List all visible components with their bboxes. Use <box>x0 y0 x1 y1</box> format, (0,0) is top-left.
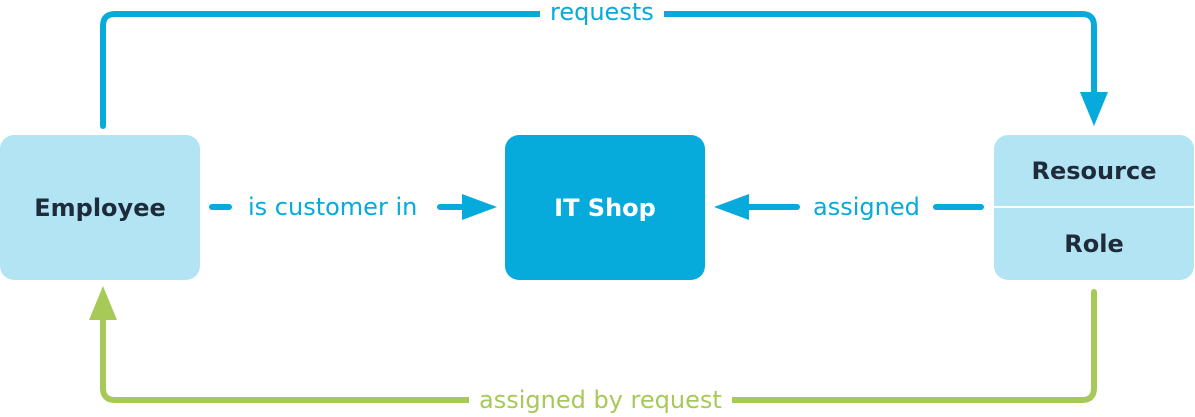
role-section: Role <box>994 208 1194 280</box>
is-customer-in-arrowhead <box>462 194 497 220</box>
requests-label: requests <box>540 0 664 26</box>
assigned-by-request-line <box>100 289 1097 403</box>
employee-label: Employee <box>34 193 166 222</box>
assigned-by-request-arrowhead <box>89 286 117 320</box>
assigned-label: assigned <box>803 193 930 221</box>
resource-role-divider <box>994 206 1194 208</box>
resource-label: Resource <box>1031 157 1157 185</box>
employee-node: Employee <box>0 135 200 280</box>
resource-role-node: Resource Role <box>994 135 1194 280</box>
assigned-by-request-label: assigned by request <box>469 386 732 414</box>
requests-arrowhead <box>1080 92 1108 126</box>
assigned-arrowhead <box>714 194 749 220</box>
resource-section: Resource <box>994 135 1194 207</box>
it-shop-label: IT Shop <box>554 193 656 222</box>
it-shop-node: IT Shop <box>505 135 705 280</box>
requests-arrow-line <box>100 11 1097 129</box>
role-label: Role <box>1064 230 1124 258</box>
is-customer-in-label: is customer in <box>238 193 428 221</box>
